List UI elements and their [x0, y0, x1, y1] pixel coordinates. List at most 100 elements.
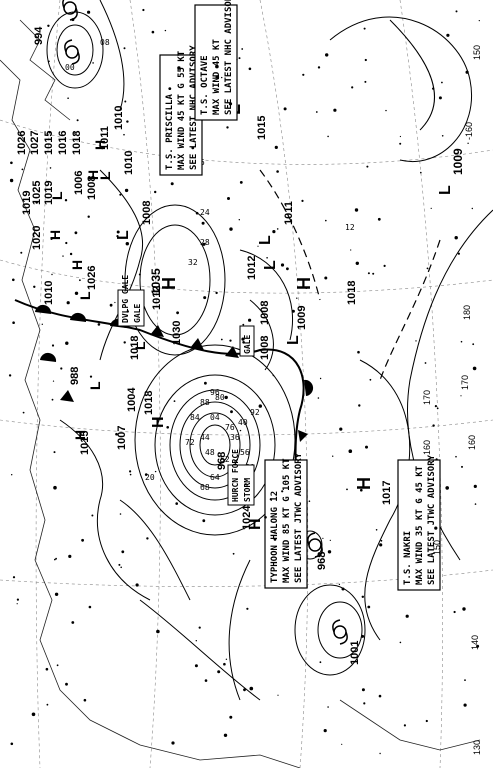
station-dot	[64, 199, 68, 202]
station-dot	[79, 279, 81, 282]
pressure-label: 988	[69, 367, 81, 385]
station-dot	[264, 516, 267, 519]
station-dot	[68, 554, 72, 559]
station-dot	[88, 605, 92, 609]
station-dot	[327, 135, 329, 138]
station-dot	[317, 397, 320, 399]
station-dot	[156, 629, 160, 634]
station-dot	[115, 432, 118, 436]
station-dot	[123, 47, 126, 50]
station-dot	[243, 688, 246, 692]
station-dot	[120, 566, 122, 569]
station-dot	[31, 712, 36, 717]
lat-lon-label: 170	[460, 375, 470, 390]
station-dot	[229, 339, 232, 342]
station-dot	[366, 165, 369, 168]
station-dot	[420, 171, 422, 174]
pressure-label: 1009	[296, 306, 308, 330]
station-dot	[272, 230, 276, 234]
station-dot	[455, 455, 457, 458]
station-dot	[242, 323, 245, 326]
pressure-label: 1018	[143, 391, 155, 415]
station-dot	[322, 537, 324, 540]
station-dot	[339, 427, 343, 431]
station-dot	[91, 514, 94, 517]
station-dot	[434, 526, 438, 530]
isobar-value: 32	[188, 258, 198, 267]
station-dot	[269, 498, 272, 501]
station-dot	[315, 111, 318, 113]
pressure-label: 1027	[29, 131, 41, 155]
station-dot	[281, 490, 284, 493]
station-dot	[173, 156, 176, 158]
svg-text:HURCN FORCE: HURCN FORCE	[231, 449, 240, 502]
cyclone-icon	[62, 0, 348, 645]
station-dot	[298, 414, 300, 416]
station-dot	[41, 323, 43, 325]
station-dot	[474, 503, 477, 505]
station-dot	[65, 241, 68, 245]
station-dot	[426, 267, 429, 270]
svg-text:MAX WIND 45 KT G 55 KT: MAX WIND 45 KT G 55 KT	[177, 50, 187, 170]
station-dot	[248, 318, 252, 322]
station-dot	[87, 215, 90, 218]
station-dot	[146, 537, 149, 540]
low-center: L	[97, 171, 113, 180]
pressure-label: 1035	[149, 268, 163, 295]
station-dot	[378, 694, 382, 698]
low-center: L	[49, 191, 65, 200]
station-dot	[367, 272, 370, 275]
station-dot	[467, 142, 469, 144]
station-dot	[35, 201, 38, 204]
station-dot	[319, 377, 322, 380]
station-dot	[325, 219, 327, 222]
station-dot	[49, 167, 52, 169]
isobar-value: 64	[210, 473, 220, 482]
station-dot	[399, 142, 402, 145]
station-dot	[194, 664, 198, 668]
station-dot	[17, 146, 20, 148]
station-dot	[225, 658, 228, 660]
station-dot	[355, 261, 359, 265]
station-dot	[273, 538, 277, 541]
station-dot	[283, 107, 287, 111]
station-dot	[276, 170, 279, 173]
station-dot	[87, 10, 91, 14]
station-dot	[379, 543, 383, 547]
station-dot	[435, 458, 438, 461]
station-dot	[358, 404, 361, 407]
station-dot	[346, 488, 348, 491]
station-dot	[405, 614, 409, 618]
station-dot	[338, 583, 341, 586]
station-dot	[367, 605, 371, 609]
station-dot	[119, 513, 122, 515]
station-dot	[332, 455, 334, 457]
station-dot	[301, 199, 304, 202]
station-dot	[144, 473, 148, 476]
station-dot	[365, 445, 368, 449]
station-dot	[369, 378, 372, 381]
station-dot	[372, 272, 375, 275]
station-dot	[215, 75, 220, 79]
station-dot	[202, 242, 206, 246]
station-dot	[446, 33, 450, 37]
pressure-label: 1019	[21, 191, 33, 215]
station-dot	[22, 411, 25, 414]
station-dot	[457, 252, 460, 255]
station-dot	[434, 405, 437, 408]
svg-text:GALE: GALE	[133, 304, 142, 323]
lat-lon-label: 170	[422, 390, 432, 405]
station-dot	[175, 502, 178, 505]
station-dot	[168, 87, 172, 90]
station-dot	[361, 634, 365, 638]
pressure-label: 1008	[141, 201, 153, 225]
station-dot	[453, 610, 456, 614]
high-center: H	[247, 518, 264, 530]
station-dot	[56, 664, 59, 667]
pressure-label: 1016	[57, 131, 69, 155]
svg-text:SEE LATEST NHC ADVISORY: SEE LATEST NHC ADVISORY	[224, 0, 234, 115]
station-dot	[223, 662, 226, 666]
svg-text:STORM: STORM	[243, 478, 252, 502]
